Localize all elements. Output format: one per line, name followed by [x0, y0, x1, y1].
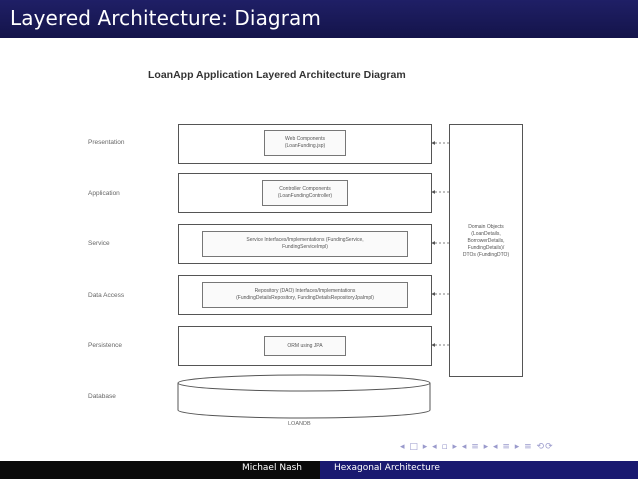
component-line: Repository (DAO) Interfaces/Implementati…: [254, 288, 356, 294]
component-box-repository: Repository (DAO) Interfaces/Implementati…: [202, 282, 408, 308]
layer-label-data-access: Data Access: [88, 292, 125, 299]
slide-title: Layered Architecture: Diagram: [10, 6, 321, 30]
layer-label-database: Database: [88, 393, 116, 400]
component-box-orm: ORM using JPA: [264, 336, 346, 356]
domain-line: DTOs (FundingDTO): [462, 252, 510, 258]
layer-label-service: Service: [88, 240, 110, 247]
layer-label-persistence: Persistence: [88, 342, 122, 349]
footer-left-bar: [0, 461, 320, 479]
domain-objects-box: [449, 124, 523, 377]
database-label: LOANDB: [288, 421, 311, 427]
layer-label-presentation: Presentation: [88, 139, 125, 146]
domain-objects-text: Domain Objects (LoanDetails, BorrowerDet…: [449, 224, 523, 259]
domain-line: BorrowerDetails,: [467, 238, 505, 244]
component-line: Service Interfaces/Implementations (Fund…: [246, 237, 364, 243]
database-cylinder: [177, 374, 431, 419]
component-line: (FundingDetailsRepository, FundingDetail…: [236, 295, 374, 301]
component-box-web: Web Components (LoanFunding.jsp): [264, 130, 346, 156]
slide-title-bar: Layered Architecture: Diagram: [0, 0, 638, 38]
component-line: (LoanFunding.jsp): [284, 143, 326, 149]
layer-label-application: Application: [88, 190, 120, 197]
component-line: Controller Components: [279, 186, 331, 192]
domain-line: FundingDetails)/: [467, 245, 505, 251]
component-box-service: Service Interfaces/Implementations (Fund…: [202, 231, 408, 257]
beamer-navigation-icons[interactable]: ◂ □ ▸ ◂ ▫ ▸ ◂ ≡ ▸ ◂ ≡ ▸ ≡ ⟲⟳: [400, 442, 554, 452]
component-line: Web Components: [285, 136, 325, 142]
footer-right-bar: [320, 461, 638, 479]
component-box-controller: Controller Components (LoanFundingContro…: [262, 180, 348, 206]
component-line: ORM using JPA: [287, 342, 323, 349]
domain-line: (LoanDetails,: [471, 231, 501, 237]
component-line: (LoanFundingController): [277, 193, 333, 199]
footer-author: Michael Nash: [242, 463, 302, 473]
domain-line: Domain Objects: [468, 224, 504, 230]
component-line: FundingServiceImpl): [282, 244, 328, 250]
footer-presentation-title: Hexagonal Architecture: [334, 463, 440, 473]
diagram-title: LoanApp Application Layered Architecture…: [148, 69, 406, 81]
